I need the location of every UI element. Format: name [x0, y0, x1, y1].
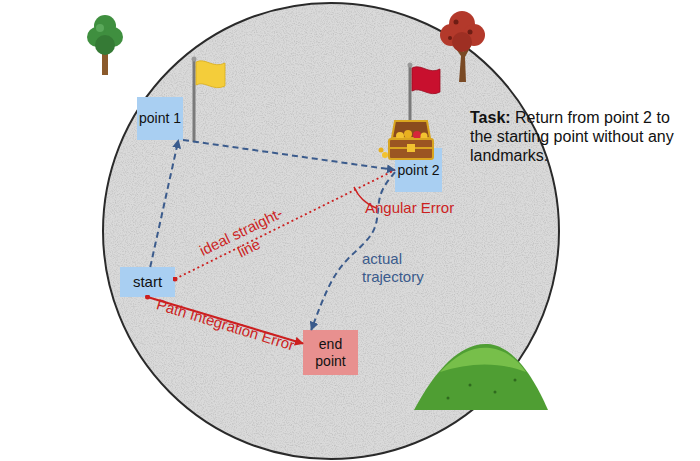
arena-circle [103, 3, 559, 459]
flag-cloth [412, 67, 440, 94]
yellow-flag [192, 57, 226, 143]
path-arrow [183, 140, 395, 170]
arena-texture [104, 4, 558, 458]
box-label: point 2 [397, 162, 439, 179]
box-label: point 1 [139, 110, 181, 127]
flag-pole [193, 60, 196, 142]
task-note: Task: Return from point 2 to the startin… [470, 108, 685, 166]
tree-highlight [96, 24, 104, 32]
box-label: start [133, 273, 162, 291]
tree-canopy [452, 32, 472, 52]
red-tree [440, 11, 485, 82]
error-label: Angular Error [365, 199, 475, 217]
hill-dot [494, 391, 497, 394]
hill-highlight [440, 348, 526, 372]
hill-dot [447, 397, 450, 400]
box-label: end point [303, 336, 358, 370]
green-hill [414, 344, 548, 410]
flag-cloth [196, 61, 225, 88]
tree-spot [448, 36, 452, 40]
tree-canopy [95, 35, 115, 55]
chest-gem [413, 131, 421, 139]
flag-knob [408, 63, 413, 68]
red-flag [408, 63, 441, 151]
chest-coin [382, 152, 388, 158]
flag-knob [192, 57, 197, 62]
chest-gold [396, 132, 404, 140]
location-box: point 2 [395, 148, 442, 192]
chest-gold [404, 130, 412, 138]
tree-spot [454, 20, 459, 25]
chest-lid [392, 121, 430, 138]
hill-dot [514, 379, 517, 382]
chest-gold [421, 133, 428, 140]
location-box: start [120, 267, 175, 297]
hill-shape [414, 344, 548, 410]
tree-spot [468, 30, 473, 35]
angle-label: Angular Error [365, 199, 454, 216]
location-box: end point [303, 330, 358, 375]
location-box: point 1 [137, 97, 183, 140]
chest-coin [379, 148, 384, 153]
path-arrow [150, 140, 178, 267]
flag-pole [409, 66, 412, 150]
task-heading: Task: [470, 109, 511, 126]
edge-label: actual trajectory [362, 250, 447, 286]
green-tree [87, 15, 123, 75]
hill-dot [469, 384, 472, 387]
